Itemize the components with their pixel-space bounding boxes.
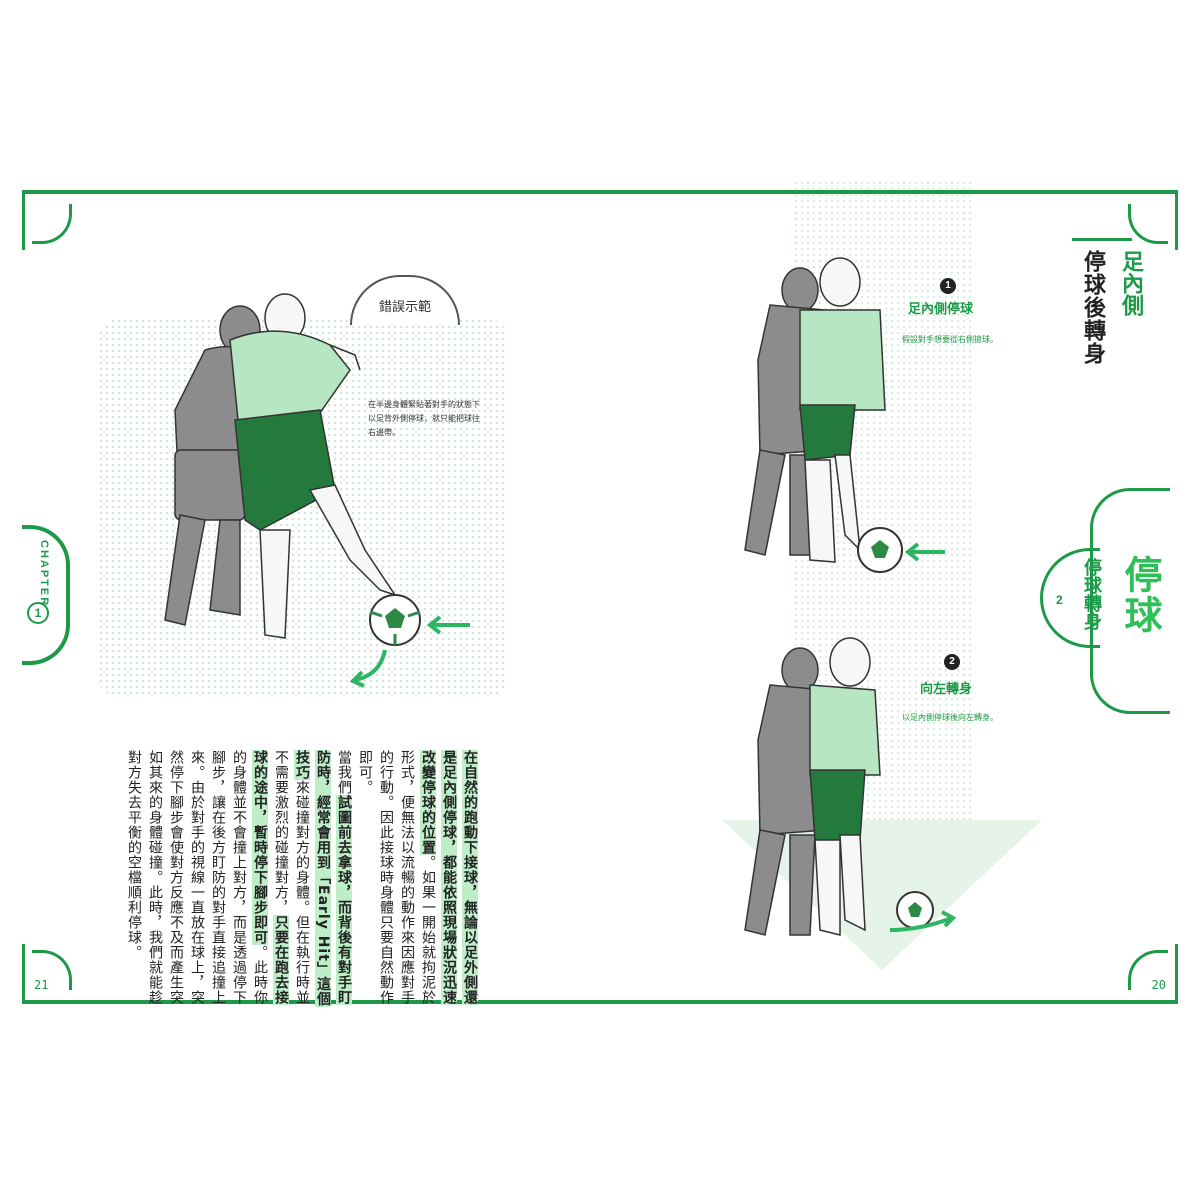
section-title-big: 停球 — [1118, 555, 1162, 635]
frame-edge — [1175, 190, 1178, 250]
frame-edge — [1175, 944, 1178, 1004]
step-2-caption: 以足內側停球後向左轉身。 — [902, 713, 998, 722]
frame-edge — [22, 944, 25, 1004]
frame-edge — [22, 190, 25, 250]
step-2-illustration — [744, 637, 957, 936]
arrow-left-icon — [426, 615, 470, 635]
title-black: 停球後轉身 — [1080, 250, 1105, 365]
player-figure — [229, 293, 397, 639]
frame-top-line — [22, 190, 1178, 194]
chapter-label: CHAPTER — [38, 540, 50, 608]
arrow-left-icon — [904, 542, 945, 562]
body-text-run: 。如果一開始就拘泥於形式，便無法以流暢的動作來因應對手的行動。因此接球時身體只要… — [357, 750, 436, 1005]
page-number-right: 20 — [1151, 978, 1166, 992]
corner-arc — [1128, 950, 1168, 990]
ball-icon — [369, 594, 421, 646]
curve-arrow-icon — [349, 649, 387, 688]
page-frame — [22, 190, 1178, 1004]
corner-arc — [1128, 204, 1168, 244]
paragraph-2: 當我們試圖前去拿球，而背後有對手盯防時，經常會用到「Early Hit」這個技巧… — [123, 750, 354, 1010]
highlight-text: 在自然的跑動下接球，無論以足外側還是足內側停球，都能依照現場狀況迅速改變停球的位… — [420, 750, 478, 1005]
body-text: 在自然的跑動下接球，無論以足外側還是足內側停球，都能依照現場狀況迅速改變停球的位… — [80, 750, 480, 1010]
step-1-title: 足內側停球 — [908, 302, 974, 317]
frame-bottom-line — [22, 1000, 1178, 1004]
step-1-caption: 假設對手想要從右側搶球。 — [902, 335, 998, 344]
chapter-number: 1 — [27, 602, 49, 624]
step-2-title: 向左轉身 — [920, 682, 973, 697]
wrong-example-caption: 在半邊身體緊貼著對手的狀態下以足背外側停球，就只能把球往右邊帶。 — [368, 400, 480, 437]
paragraph-1: 在自然的跑動下接球，無論以足外側還是足內側停球，都能依照現場狀況迅速改變停球的位… — [354, 750, 480, 1010]
body-text-run: 。此時你的身體並不會撞上對方，而是透過停下腳步，讓在後方盯防的對手直接追撞上來。… — [126, 750, 268, 1005]
body-text-run: 當我們 — [336, 750, 352, 795]
corner-arc — [32, 204, 72, 244]
corner-arc — [32, 950, 72, 990]
wrong-example-label: 錯誤示範 — [378, 300, 431, 315]
step-1-illustration — [744, 257, 945, 573]
page-number-left: 21 — [34, 978, 49, 992]
player-figure — [799, 257, 886, 563]
step-1-badge: 1 — [940, 278, 956, 294]
wrong-example-illustration — [164, 293, 470, 688]
opponent-figure — [744, 647, 826, 936]
arrow-right-icon — [889, 910, 957, 932]
player-figure — [809, 637, 881, 936]
title-bar — [1072, 238, 1132, 241]
section-title-small: 停球轉身 — [1081, 558, 1102, 630]
ball-icon — [896, 891, 934, 929]
body-text-run: 來碰撞對方的身體。但在執行時並不需要激烈的碰撞對方， — [273, 750, 310, 1005]
section-number: 2 — [1056, 593, 1063, 607]
step-2-badge: 2 — [944, 654, 960, 670]
title-green: 足內側 — [1118, 250, 1143, 316]
ball-icon — [857, 527, 903, 573]
